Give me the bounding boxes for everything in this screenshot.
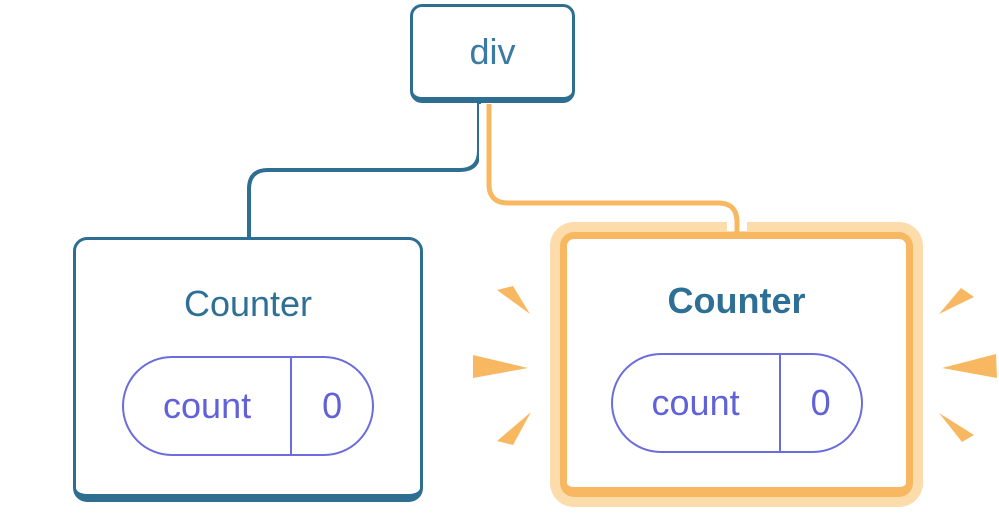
state-key: count <box>124 358 293 454</box>
counter-title: Counter <box>183 283 313 324</box>
spark-icon <box>497 412 531 445</box>
state-value: 0 <box>322 385 343 426</box>
spark-icon <box>0 362 57 383</box>
edge-div-to-right-counter <box>486 104 740 238</box>
state-pill: count 0 <box>122 356 374 456</box>
counter-card-left: Counter count 0 <box>73 237 423 502</box>
tree-node-label: div <box>469 31 516 72</box>
edge-highlight-halo <box>479 104 747 231</box>
spark-icon <box>473 355 528 378</box>
spark-icon <box>939 413 974 442</box>
spark-icon <box>939 288 974 314</box>
tree-node-div: div <box>410 4 575 103</box>
state-value: 0 <box>810 382 831 423</box>
spark-icon <box>23 291 56 317</box>
counter-title: Counter <box>667 280 806 321</box>
counter-card-right: Counter count 0 <box>560 232 913 497</box>
state-pill: count 0 <box>610 353 863 453</box>
spark-icon <box>942 354 997 378</box>
edge-div-to-left-counter <box>247 103 481 240</box>
spark-icon <box>497 286 530 314</box>
spark-icon <box>21 420 57 449</box>
state-key: count <box>613 355 781 451</box>
